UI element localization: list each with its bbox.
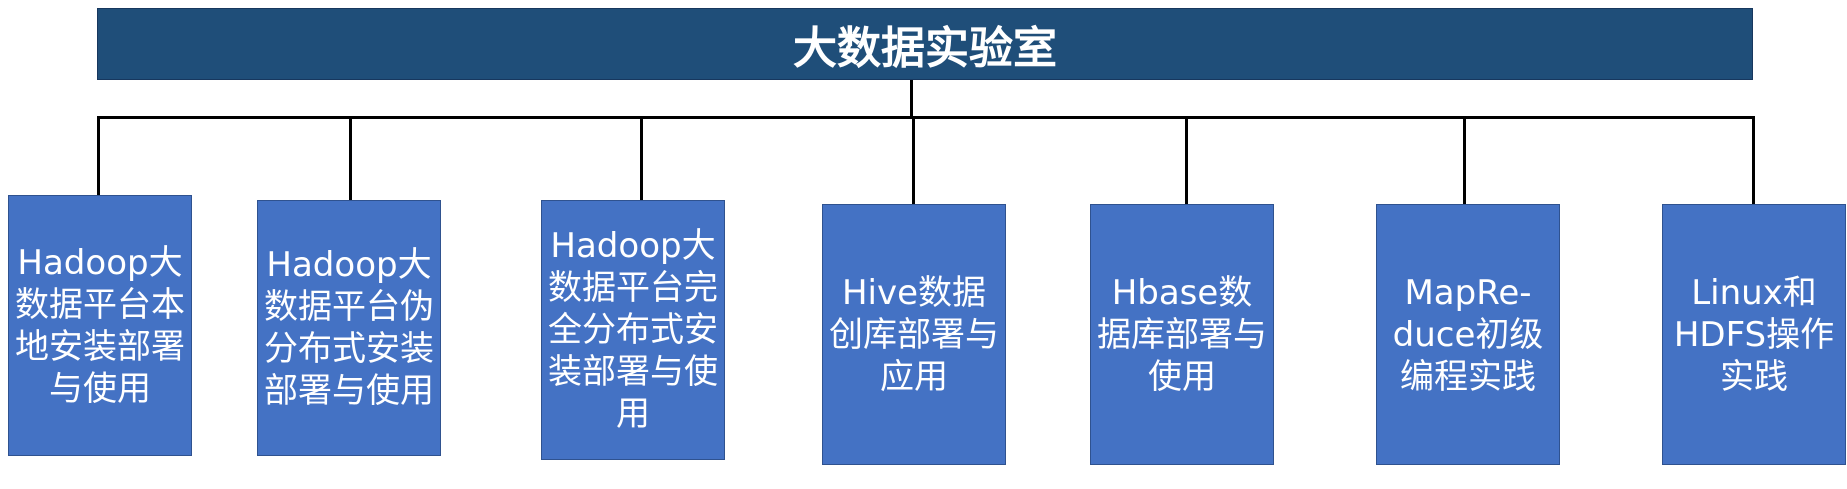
- branch-line-1: [97, 116, 100, 195]
- child-node-7: Linux和HDFS操作实践: [1662, 204, 1846, 465]
- child-node-label: Hive数据创库部署与应用: [829, 272, 999, 397]
- child-node-label: MapRe-duce初级编程实践: [1392, 272, 1544, 397]
- child-node-label: Hbase数据库部署与使用: [1097, 272, 1267, 397]
- child-node-6: MapRe-duce初级编程实践: [1376, 204, 1560, 465]
- child-node-2: Hadoop大数据平台伪分布式安装部署与使用: [257, 200, 441, 456]
- child-node-1: Hadoop大数据平台本地安装部署与使用: [8, 195, 192, 456]
- branch-line-6: [1463, 116, 1466, 204]
- child-node-5: Hbase数据库部署与使用: [1090, 204, 1274, 465]
- branch-line-2: [349, 116, 352, 200]
- branch-line-7: [1752, 116, 1755, 204]
- child-node-3: Hadoop大数据平台完全分布式安装部署与使用: [541, 200, 725, 460]
- horizontal-bus-line: [97, 116, 1754, 119]
- root-stem-line: [910, 80, 913, 118]
- child-node-4: Hive数据创库部署与应用: [822, 204, 1006, 465]
- branch-line-5: [1185, 116, 1188, 204]
- child-node-label: Hadoop大数据平台完全分布式安装部署与使用: [548, 226, 718, 434]
- root-node: 大数据实验室: [97, 8, 1753, 80]
- child-node-label: Hadoop大数据平台本地安装部署与使用: [15, 242, 185, 409]
- child-node-label: Linux和HDFS操作实践: [1673, 272, 1835, 397]
- root-node-label: 大数据实验室: [793, 23, 1057, 74]
- branch-line-3: [640, 116, 643, 200]
- child-node-label: Hadoop大数据平台伪分布式安装部署与使用: [264, 245, 434, 411]
- branch-line-4: [912, 116, 915, 204]
